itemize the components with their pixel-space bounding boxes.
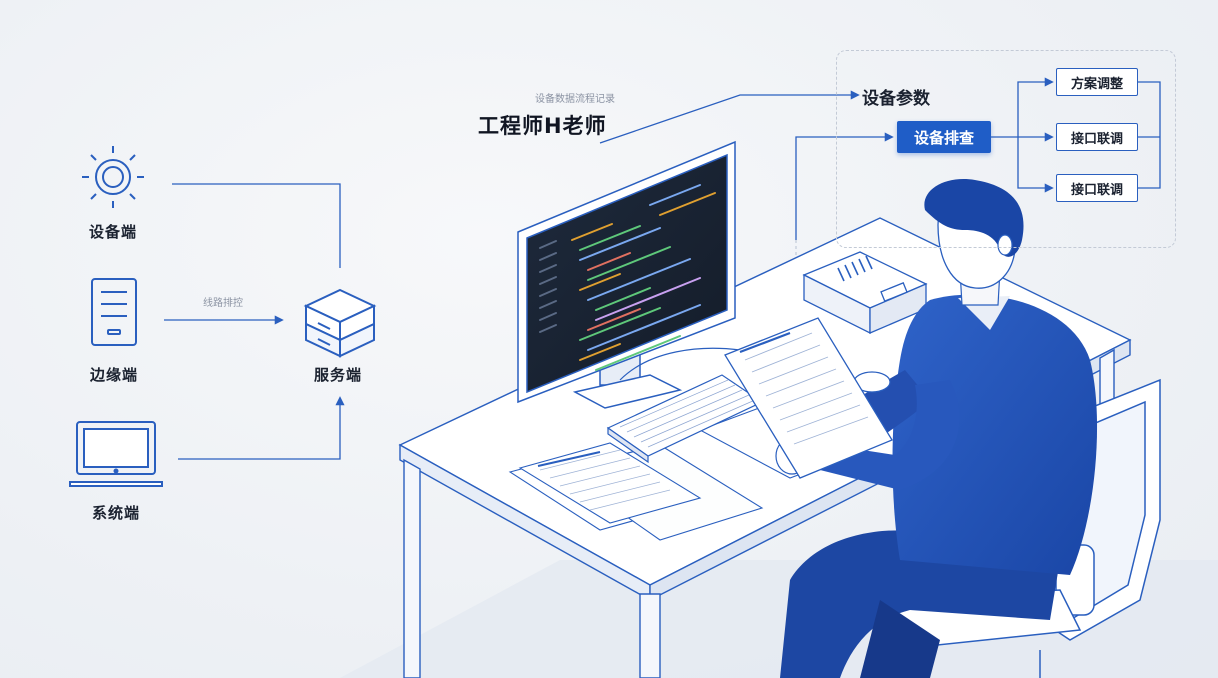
device-check-button[interactable]: 设备排查 xyxy=(897,121,991,153)
engineer-name: 工程师H老师 xyxy=(478,114,607,138)
line-system-to-server xyxy=(178,396,345,460)
flow-panel-outline xyxy=(836,50,1176,248)
node-label-device: 设备端 xyxy=(88,223,138,241)
laptop-icon xyxy=(69,421,163,487)
line-to-check xyxy=(795,132,894,240)
server-box-icon xyxy=(303,288,377,358)
engineer-figure xyxy=(724,179,1098,678)
network-connectors xyxy=(164,183,345,460)
keyboard xyxy=(606,374,764,464)
line-to-params xyxy=(599,90,860,144)
node-label-server: 服务端 xyxy=(313,366,363,384)
option-plan-adjust[interactable]: 方案调整 xyxy=(1056,68,1138,96)
code-editor-screen xyxy=(539,184,716,371)
node-label-edge: 边缘端 xyxy=(89,366,139,384)
flow-connectors xyxy=(599,77,1161,240)
sun-sensor-icon xyxy=(82,146,144,208)
params-title: 设备参数 xyxy=(862,89,930,109)
data-flow-note: 设备数据流程记录 xyxy=(535,94,615,105)
option-interface-debug-1[interactable]: 接口联调 xyxy=(1056,123,1138,151)
line-device-to-server xyxy=(172,183,341,268)
option-interface-debug-2[interactable]: 接口联调 xyxy=(1056,174,1138,202)
server-tower-icon xyxy=(91,278,137,346)
node-label-system: 系统端 xyxy=(91,504,141,522)
router-device xyxy=(802,251,928,335)
edge-line-note: 线路排控 xyxy=(203,298,243,309)
